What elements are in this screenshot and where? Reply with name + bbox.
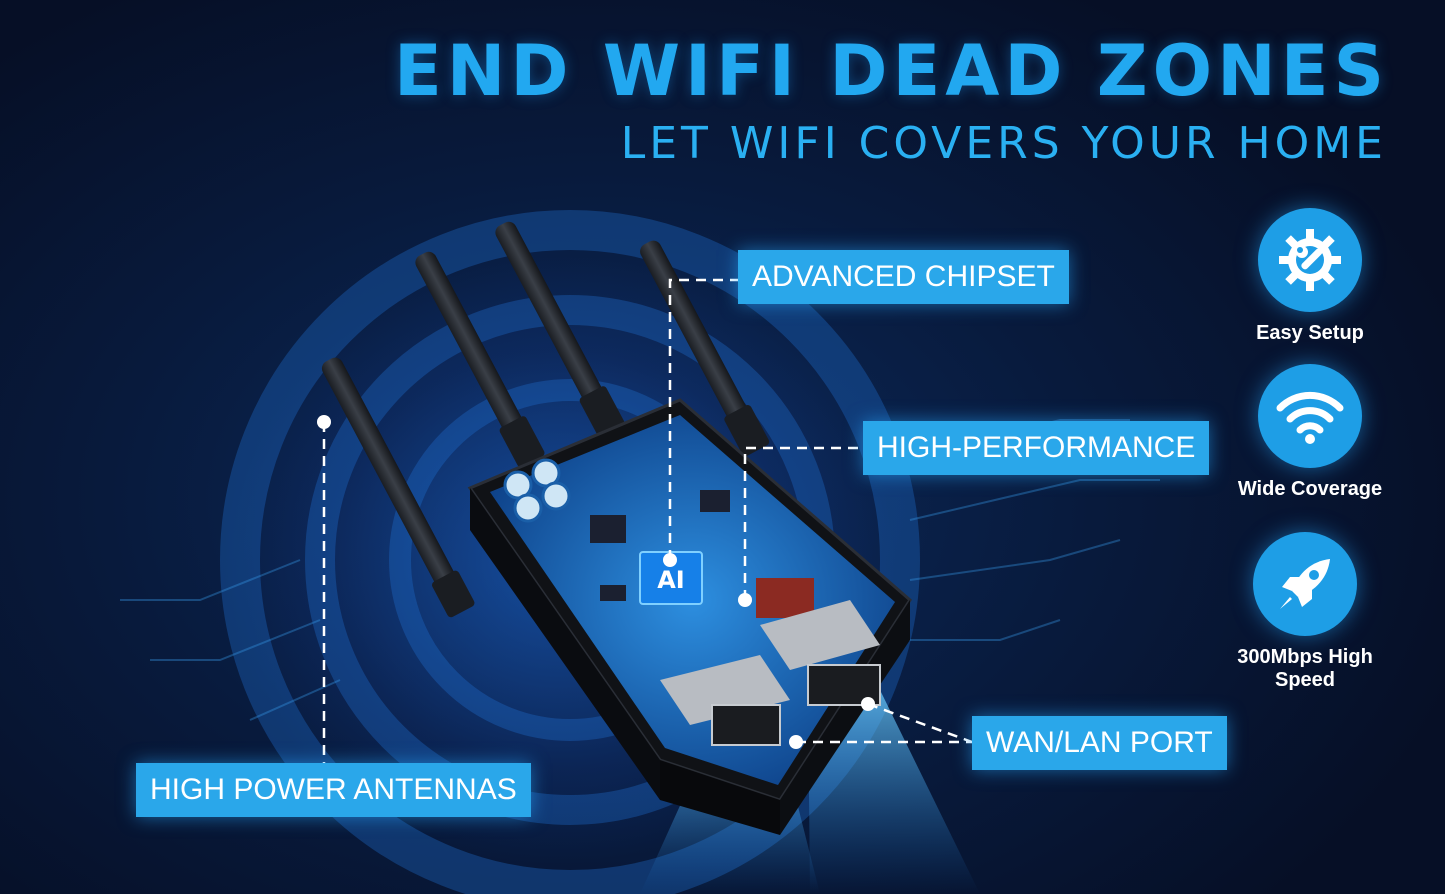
board-components: AI (503, 458, 814, 618)
gear-wrench-icon (1258, 208, 1362, 312)
callout-high-power-antennas: HIGH POWER ANTENNAS (136, 763, 531, 817)
feature-wide-coverage: Wide Coverage (1210, 364, 1410, 501)
rocket-icon (1253, 532, 1357, 636)
ethernet-ports (660, 600, 881, 746)
callout-dots (317, 415, 875, 749)
callout-high-performance: HIGH-PERFORMANCE (863, 421, 1210, 475)
wifi-icon (1258, 364, 1362, 468)
feature-high-speed: 300Mbps High Speed (1205, 532, 1405, 692)
callout-wan-lan-port: WAN/LAN PORT (972, 716, 1227, 770)
ai-chip-text: AI (657, 566, 685, 594)
feature-high-speed-label: 300Mbps High Speed (1237, 646, 1373, 691)
feature-easy-setup-label: Easy Setup (1256, 322, 1364, 344)
headline: END WIFI DEAD ZONES (393, 30, 1389, 112)
subheadline: LET WIFI COVERS YOUR HOME (620, 118, 1387, 169)
feature-wide-coverage-label: Wide Coverage (1237, 478, 1383, 500)
feature-easy-setup: Easy Setup (1210, 208, 1410, 345)
antennas (321, 221, 770, 618)
callout-advanced-chipset: ADVANCED CHIPSET (738, 250, 1069, 304)
